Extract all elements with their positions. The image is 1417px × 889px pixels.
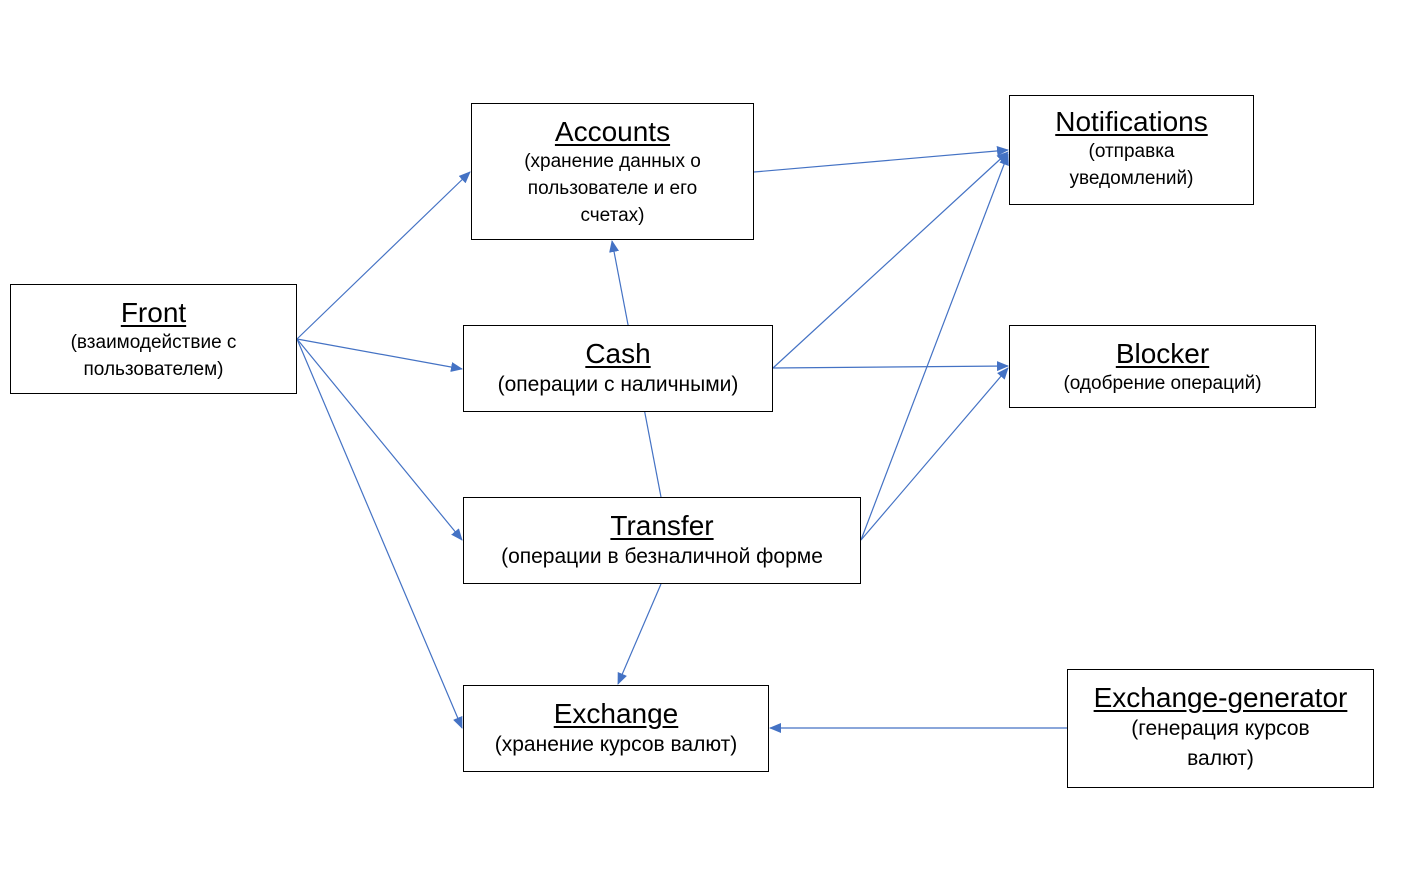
arrow-transfer-to-notifications <box>860 153 1009 541</box>
arrow-front-to-cash <box>296 338 463 372</box>
arrow-cash-to-notifications <box>772 151 1009 369</box>
node-title: Exchange-generator <box>1093 682 1348 713</box>
node-description: (отправка уведомлений) <box>1069 141 1194 189</box>
node-title: Exchange <box>553 698 679 729</box>
node-title: Transfer <box>610 510 714 541</box>
node-front: Front (взаимодействие с пользователем) <box>10 284 297 394</box>
node-description: (взаимодействие с пользователем) <box>70 332 237 380</box>
arrow-front-to-transfer <box>296 338 463 541</box>
node-description: (операции с наличными) <box>497 373 739 396</box>
node-exchange-generator: Exchange-generator (генерация курсов вал… <box>1067 669 1374 788</box>
node-description: (операции в безналичной форме <box>501 545 823 568</box>
node-description: (хранение курсов валют) <box>494 733 738 756</box>
node-notifications: Notifications (отправка уведомлений) <box>1009 95 1254 205</box>
node-title: Blocker <box>1115 338 1210 369</box>
node-title: Accounts <box>554 116 671 147</box>
node-title: Cash <box>585 338 651 369</box>
node-description: (одобрение операций) <box>1063 373 1262 394</box>
node-blocker: Blocker (одобрение операций) <box>1009 325 1316 408</box>
node-cash: Cash (операции с наличными) <box>463 325 773 412</box>
arrow-transfer-to-blocker <box>860 367 1009 541</box>
node-description: (хранение данных о пользователе и его сч… <box>524 151 701 226</box>
node-title: Front <box>120 297 187 328</box>
node-exchange: Exchange (хранение курсов валют) <box>463 685 769 772</box>
node-accounts: Accounts (хранение данных о пользователе… <box>471 103 754 240</box>
arrow-cash-to-blocker <box>772 361 1009 372</box>
node-description: (генерация курсов валют) <box>1131 717 1310 770</box>
arrow-accounts-to-notifications <box>753 145 1009 173</box>
arrow-front-to-accounts <box>296 171 471 340</box>
node-title: Notifications <box>1055 106 1208 137</box>
arrow-transfer-to-exchange <box>617 583 662 685</box>
arrow-front-to-exchange <box>296 338 463 729</box>
node-transfer: Transfer (операции в безналичной форме <box>463 497 861 584</box>
